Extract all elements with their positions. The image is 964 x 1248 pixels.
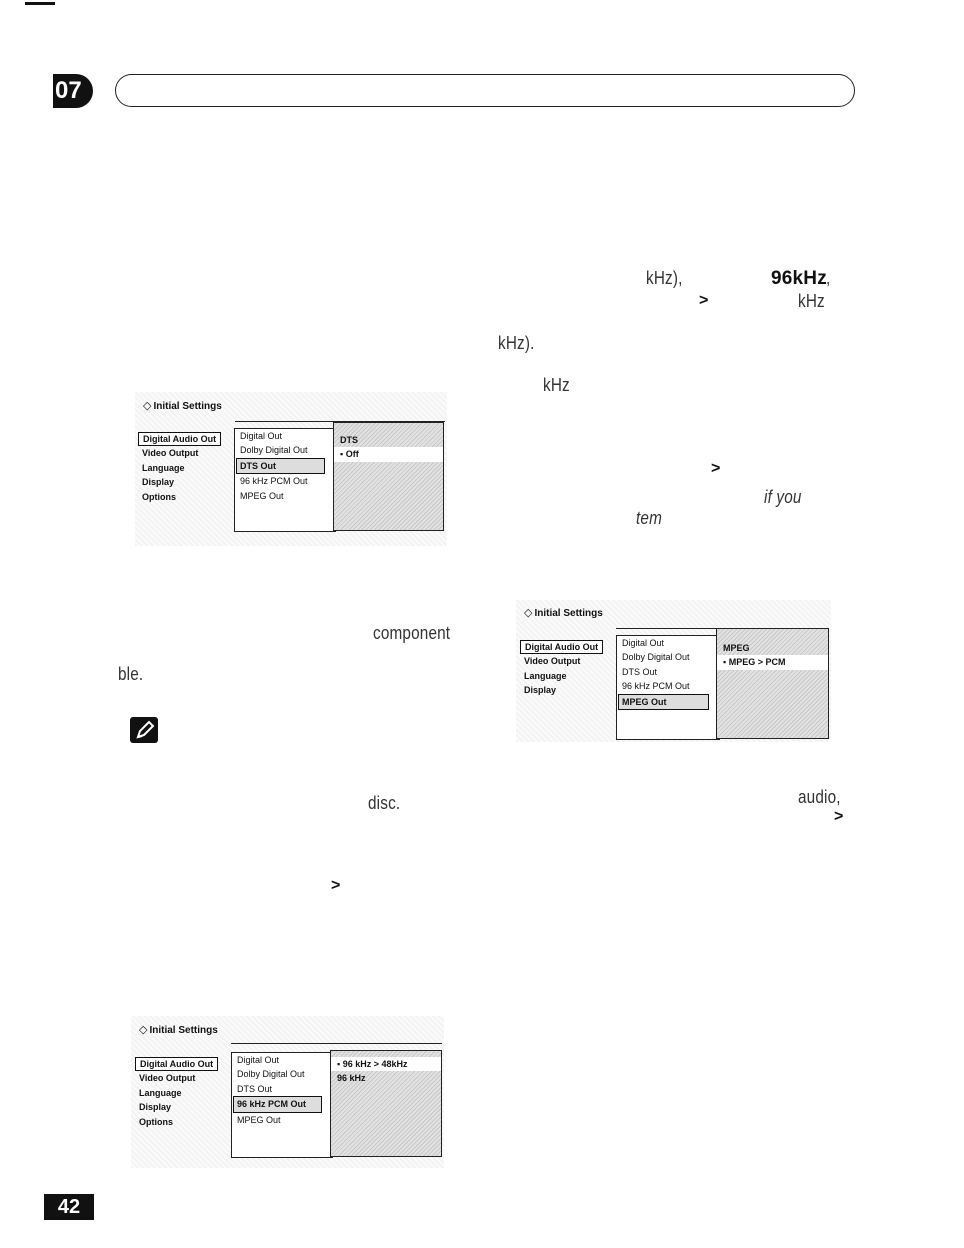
- menu-screenshot-dts: ◇Initial Settings Digital Audio Out Vide…: [135, 392, 447, 546]
- submenu-item: Digital Out: [240, 431, 283, 441]
- menu-item-video-output: Video Output: [139, 1073, 196, 1084]
- text-fragment: kHz).: [498, 333, 535, 353]
- submenu-item-selected: MPEG Out: [618, 693, 709, 710]
- text-fragment: kHz: [798, 291, 825, 311]
- submenu-item: 96 kHz PCM Out: [622, 681, 690, 692]
- menu-item-language: Language: [142, 462, 185, 473]
- menu-item-video-output: Video Output: [142, 448, 199, 459]
- submenu-item: MPEG Out: [237, 1114, 281, 1125]
- settings-icon: ◇: [524, 607, 533, 619]
- chapter-badge: 07: [53, 74, 93, 108]
- menu-item-video-output: Video Output: [524, 656, 581, 667]
- menu-item-options: Options: [139, 1116, 173, 1127]
- menu-title-text: Initial Settings: [534, 608, 603, 619]
- menu-item-display: Display: [139, 1102, 172, 1113]
- settings-icon: ◇: [139, 1024, 148, 1036]
- corner-mark: [25, 0, 65, 6]
- text-fragment: tem: [636, 508, 663, 528]
- chapter-title-bar: [115, 74, 855, 107]
- option-item: DTS: [340, 435, 358, 445]
- submenu-item: Digital Out: [237, 1055, 280, 1065]
- submenu-item: DTS Out: [622, 666, 658, 677]
- option-item-current: ▪ 96 kHz > 48kHz: [331, 1057, 441, 1072]
- text-fragment: kHz),: [646, 268, 683, 288]
- text-fragment-bold: 96kHz: [771, 268, 827, 289]
- menu-title-text: Initial Settings: [149, 1025, 218, 1036]
- submenu-item: Dolby Digital Out: [622, 652, 690, 663]
- option-item: 96 kHz: [337, 1073, 366, 1084]
- page-number: 42: [44, 1194, 94, 1220]
- menu-title: ◇Initial Settings: [139, 1023, 218, 1036]
- option-item-current: ▪ Off: [334, 447, 443, 462]
- text-fragment: if you: [764, 487, 802, 507]
- text-fragment: ble.: [118, 664, 144, 684]
- menu-screenshot-96khz: ◇Initial Settings Digital Audio Out Vide…: [131, 1016, 444, 1168]
- text-fragment: disc.: [368, 793, 401, 813]
- menu-item-language: Language: [139, 1087, 182, 1098]
- submenu-item-selected: 96 kHz PCM Out: [233, 1096, 322, 1113]
- text-fragment: audio,: [798, 787, 841, 807]
- menu-item-digital-audio-out: Digital Audio Out: [520, 640, 604, 654]
- menu-item-options: Options: [142, 491, 176, 502]
- menu-title: ◇Initial Settings: [524, 606, 603, 619]
- menu-item-display: Display: [524, 685, 557, 696]
- submenu-item: Digital Out: [622, 638, 665, 648]
- submenu-item: Dolby Digital Out: [240, 445, 308, 456]
- arrow-glyph: >: [834, 808, 844, 825]
- note-pencil-icon: [130, 717, 158, 743]
- submenu-item-selected: DTS Out: [236, 457, 325, 475]
- menu-screenshot-mpeg: ◇Initial Settings Digital Audio Out Vide…: [516, 600, 831, 742]
- menu-item-language: Language: [524, 670, 567, 681]
- menu-item-digital-audio-out: Digital Audio Out: [135, 1057, 219, 1071]
- submenu-item: MPEG Out: [240, 490, 284, 501]
- text-fragment: kHz: [543, 375, 570, 395]
- menu-title: ◇Initial Settings: [143, 399, 222, 412]
- submenu-item: DTS Out: [237, 1083, 273, 1094]
- arrow-glyph: >: [331, 877, 341, 894]
- option-item: MPEG: [723, 643, 750, 653]
- text-fragment: ,: [826, 268, 831, 288]
- menu-item-display: Display: [142, 477, 175, 488]
- text-fragment: component: [373, 623, 451, 643]
- menu-item-digital-audio-out: Digital Audio Out: [138, 432, 222, 446]
- option-item-current: ▪ MPEG > PCM: [717, 655, 828, 670]
- settings-icon: ◇: [143, 400, 152, 412]
- submenu-item: 96 kHz PCM Out: [240, 476, 308, 487]
- menu-title-text: Initial Settings: [153, 401, 222, 412]
- arrow-glyph: >: [711, 460, 721, 477]
- submenu-item: Dolby Digital Out: [237, 1069, 305, 1080]
- arrow-glyph: >: [699, 292, 709, 309]
